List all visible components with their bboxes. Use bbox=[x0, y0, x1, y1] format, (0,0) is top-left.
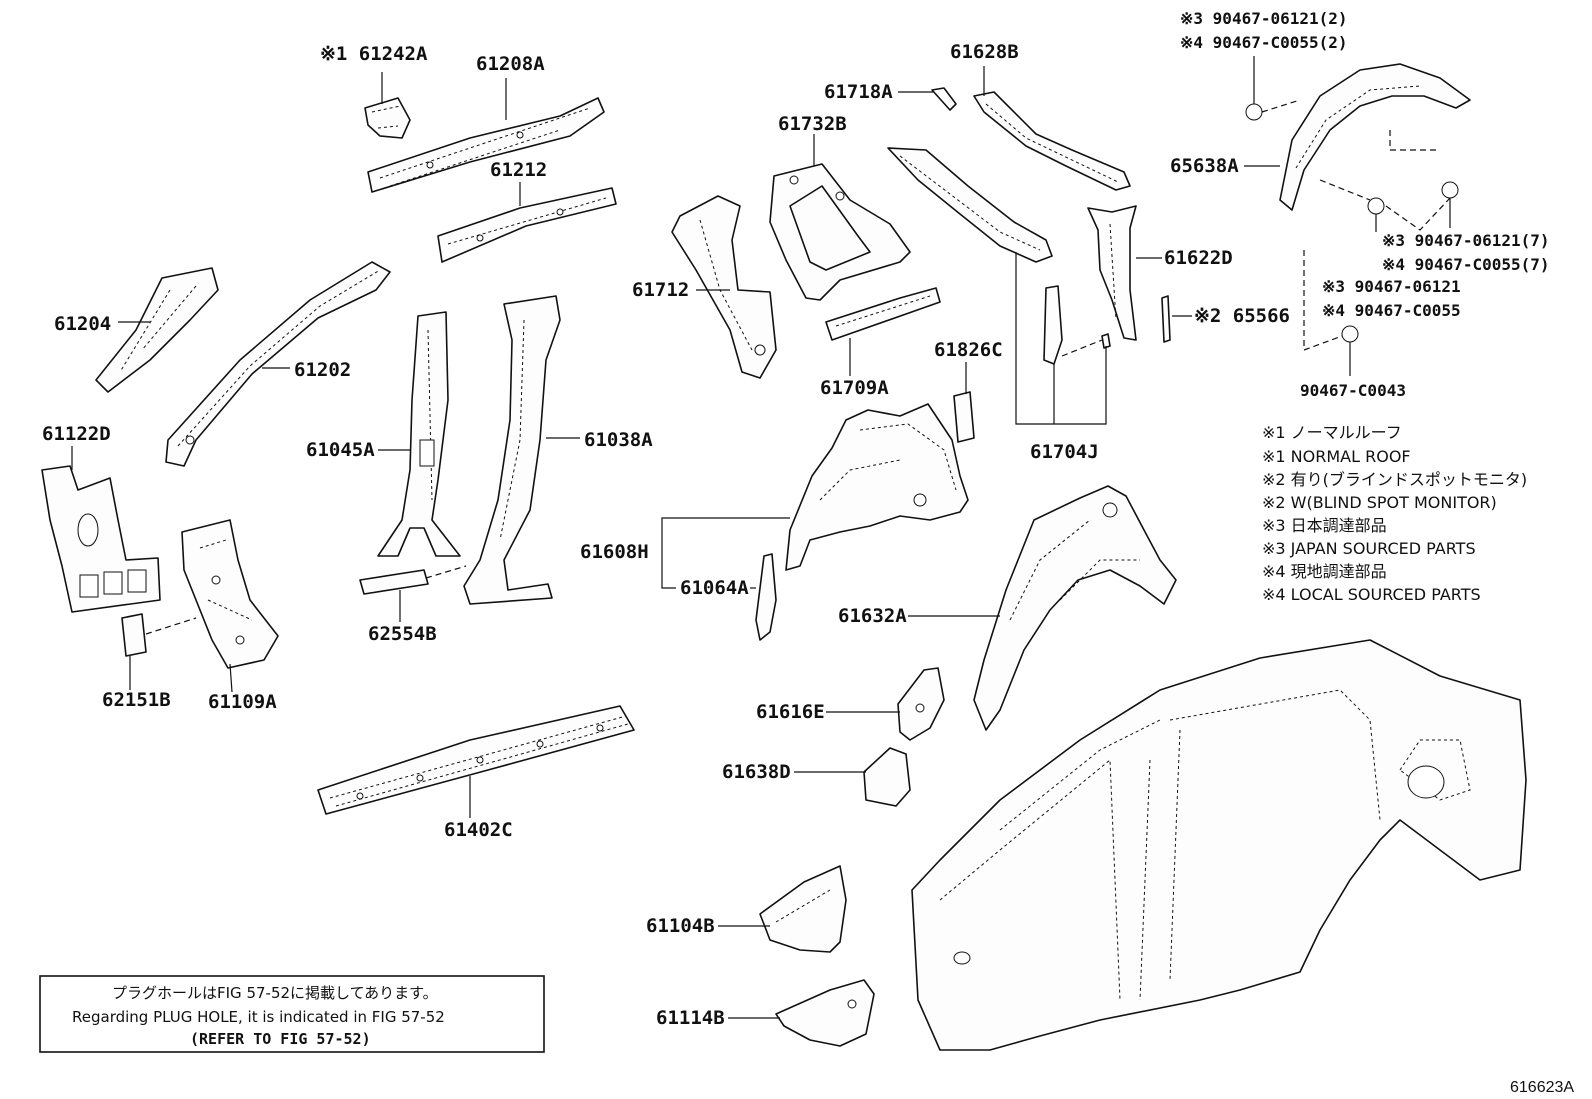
label-61732b: 61732B bbox=[778, 113, 847, 135]
part-61402c bbox=[317, 705, 635, 815]
label-61242a: ※1 61242A bbox=[320, 43, 428, 65]
leader-lines bbox=[71, 56, 1451, 1019]
part-65566 bbox=[1161, 295, 1171, 343]
part-61826c bbox=[953, 391, 975, 443]
label-61704j: 61704J bbox=[1030, 441, 1099, 463]
label-61104b: 61104B bbox=[646, 915, 715, 937]
label-65566: ※2 65566 bbox=[1194, 305, 1290, 327]
part-61628b bbox=[973, 91, 1131, 191]
label-clip-low-2: ※4 90467-C0055 bbox=[1322, 301, 1461, 320]
label-61208a: 61208A bbox=[476, 53, 545, 75]
part-61202 bbox=[165, 261, 391, 467]
legend-line-3: ※2 有り(ブラインドスポットモニタ) bbox=[1262, 470, 1527, 489]
label-61204: 61204 bbox=[54, 313, 111, 335]
part-61064a bbox=[755, 553, 777, 641]
part-61718a bbox=[931, 87, 957, 111]
note-line-2: Regarding PLUG HOLE, it is indicated in … bbox=[72, 1008, 445, 1026]
legend: ※1 ノーマルルーフ ※1 NORMAL ROOF ※2 有り(ブラインドスポッ… bbox=[1262, 423, 1527, 604]
legend-line-4: ※2 W(BLIND SPOT MONITOR) bbox=[1262, 493, 1497, 512]
part-61704j bbox=[887, 147, 1111, 365]
part-61622d bbox=[1087, 205, 1137, 341]
part-61709a bbox=[825, 287, 941, 341]
part-61212 bbox=[437, 187, 617, 263]
label-clip-low-1: ※3 90467-06121 bbox=[1322, 277, 1461, 296]
label-61122d: 61122D bbox=[42, 423, 111, 445]
label-61709a: 61709A bbox=[820, 377, 889, 399]
plug-hole-note: プラグホールはFIG 57-52に掲載してあります。 Regarding PLU… bbox=[39, 975, 545, 1053]
label-61622d: 61622D bbox=[1164, 247, 1233, 269]
legend-line-2: ※1 NORMAL ROOF bbox=[1262, 447, 1411, 466]
body-side-assembly bbox=[911, 639, 1527, 1051]
part-labels: ※1 61242A 61208A 61212 61204 61202 61122… bbox=[42, 9, 1550, 1029]
part-62554b bbox=[359, 569, 429, 595]
label-61202: 61202 bbox=[294, 359, 351, 381]
label-61628b: 61628B bbox=[950, 41, 1019, 63]
label-61038a: 61038A bbox=[584, 429, 653, 451]
part-62151b bbox=[121, 613, 147, 657]
label-clip-mid-1: ※3 90467-06121(7) bbox=[1382, 231, 1550, 250]
label-61109a: 61109A bbox=[208, 691, 277, 713]
label-61608h: 61608H bbox=[580, 541, 649, 563]
part-61632a bbox=[973, 485, 1177, 731]
label-61712: 61712 bbox=[632, 279, 689, 301]
part-61045a bbox=[377, 311, 461, 557]
part-61204 bbox=[95, 267, 219, 393]
part-61608h bbox=[785, 403, 969, 571]
label-61616e: 61616E bbox=[756, 701, 825, 723]
label-61114b: 61114B bbox=[656, 1007, 725, 1029]
label-61638d: 61638D bbox=[722, 761, 791, 783]
legend-line-7: ※4 現地調達部品 bbox=[1262, 562, 1387, 581]
label-61064a: 61064A bbox=[680, 577, 749, 599]
legend-line-5: ※3 日本調達部品 bbox=[1262, 516, 1387, 535]
note-line-3: (REFER TO FIG 57-52) bbox=[190, 1030, 371, 1048]
part-61104b bbox=[759, 865, 847, 953]
label-clip-top-1: ※3 90467-06121(2) bbox=[1180, 9, 1348, 28]
label-61402c: 61402C bbox=[444, 819, 513, 841]
label-clip-mid-2: ※4 90467-C0055(7) bbox=[1382, 255, 1550, 274]
note-line-1: プラグホールはFIG 57-52に掲載してあります。 bbox=[112, 984, 438, 1002]
part-61208a bbox=[367, 97, 605, 193]
part-61038a bbox=[463, 295, 561, 605]
part-61122d bbox=[41, 465, 161, 613]
label-61632a: 61632A bbox=[838, 605, 907, 627]
label-62151b: 62151B bbox=[102, 689, 171, 711]
label-61212: 61212 bbox=[490, 159, 547, 181]
part-61114b bbox=[775, 979, 875, 1047]
legend-line-6: ※3 JAPAN SOURCED PARTS bbox=[1262, 539, 1476, 558]
legend-line-8: ※4 LOCAL SOURCED PARTS bbox=[1262, 585, 1481, 604]
label-clip-top-2: ※4 90467-C0055(2) bbox=[1180, 33, 1348, 52]
legend-line-1: ※1 ノーマルルーフ bbox=[1262, 423, 1402, 442]
figure-id: 616623A bbox=[1510, 1079, 1574, 1096]
part-61732b bbox=[769, 163, 911, 301]
label-clip-bottom: 90467-C0043 bbox=[1300, 381, 1406, 400]
part-61638d bbox=[863, 747, 911, 807]
label-62554b: 62554B bbox=[368, 623, 437, 645]
part-61616e bbox=[897, 667, 945, 741]
label-61718a: 61718A bbox=[824, 81, 893, 103]
label-61826c: 61826C bbox=[934, 339, 1003, 361]
part-65638a bbox=[1245, 63, 1471, 351]
label-61045a: 61045A bbox=[306, 439, 375, 461]
part-61109a bbox=[181, 519, 279, 669]
part-61242a bbox=[364, 97, 411, 139]
label-65638a: 65638A bbox=[1170, 155, 1239, 177]
